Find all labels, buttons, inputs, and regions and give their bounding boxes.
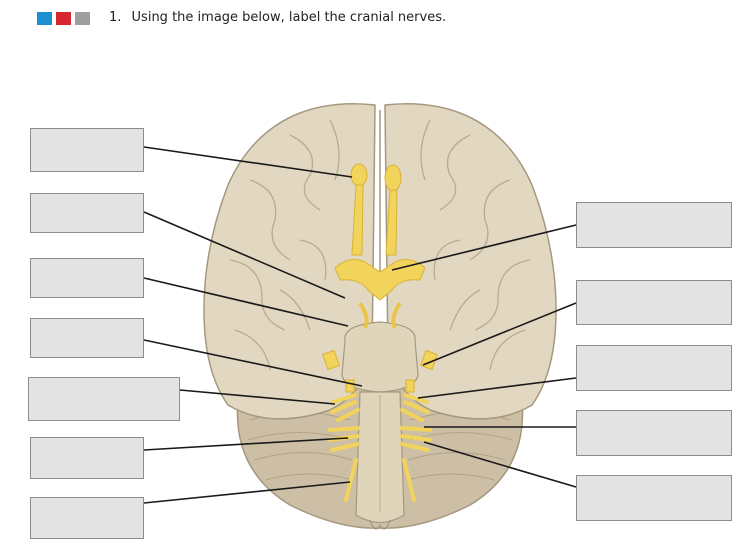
red-square-icon (56, 11, 71, 25)
label-box-left-5[interactable] (28, 377, 180, 421)
blue-square-icon (37, 11, 52, 25)
label-box-right-1[interactable] (576, 202, 732, 248)
label-box-right-5[interactable] (576, 475, 732, 521)
question-text: 1. Using the image below, label the cran… (109, 9, 446, 27)
nerve-stubs (345, 379, 415, 393)
question-header (37, 9, 94, 27)
question-number: 1. (109, 10, 122, 25)
pons (341, 321, 419, 393)
label-box-left-7[interactable] (30, 497, 144, 539)
label-box-left-2[interactable] (30, 193, 144, 233)
leader-lines (143, 146, 577, 504)
label-box-right-2[interactable] (576, 280, 732, 325)
optic-chiasm (334, 259, 426, 301)
right-hemisphere (384, 103, 557, 420)
label-box-left-4[interactable] (30, 318, 144, 358)
lower-cranial-nerves (328, 393, 432, 502)
question-instruction: Using the image below, label the cranial… (131, 10, 447, 25)
olfactory-nerves (350, 163, 402, 256)
label-box-right-3[interactable] (576, 345, 732, 391)
oculomotor-nerves (358, 301, 402, 329)
label-box-left-6[interactable] (30, 437, 144, 479)
gyri (229, 119, 531, 371)
gray-square-icon (75, 11, 90, 25)
trigeminal-left (321, 349, 341, 371)
label-box-left-3[interactable] (30, 258, 144, 298)
label-box-right-4[interactable] (576, 410, 732, 456)
left-hemisphere (203, 103, 376, 420)
label-box-left-1[interactable] (30, 128, 144, 172)
